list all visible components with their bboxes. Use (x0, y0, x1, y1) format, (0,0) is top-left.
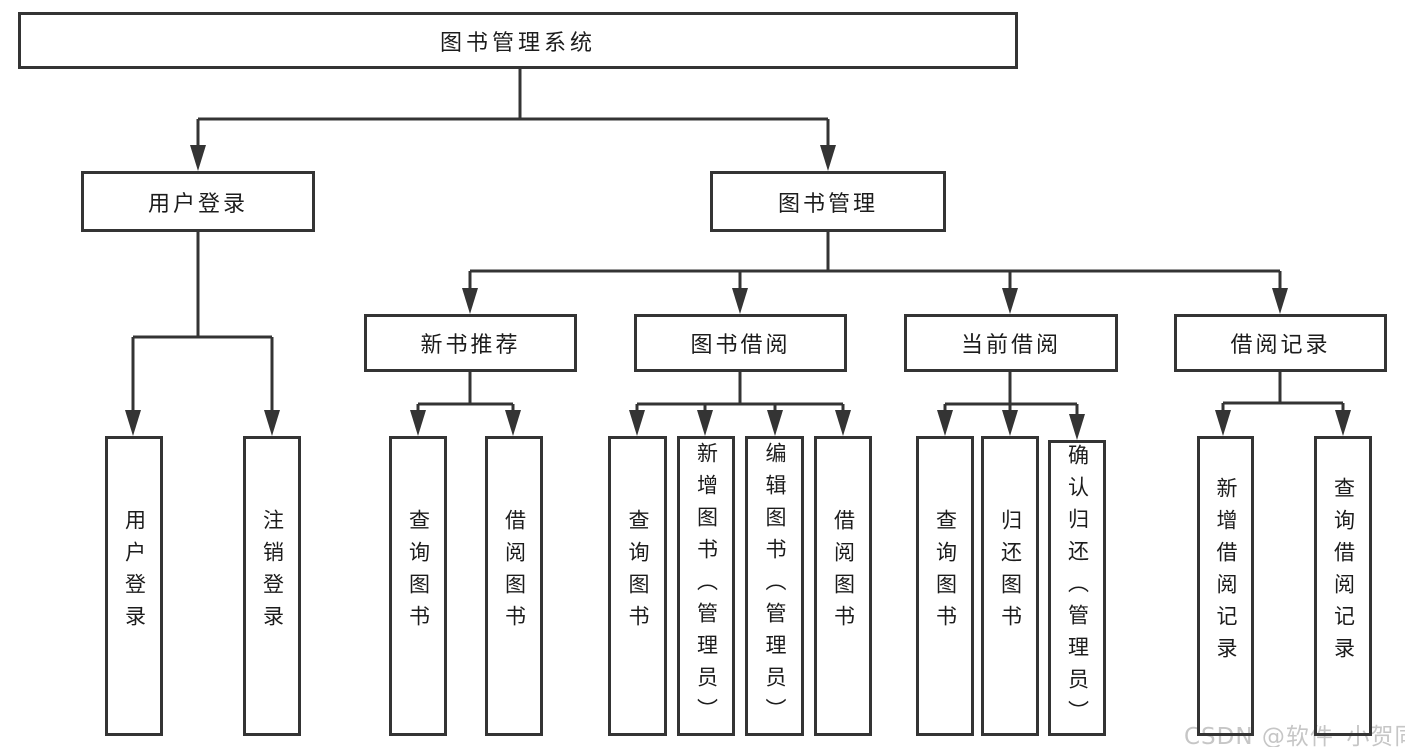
connector-user-login-branch (131, 232, 274, 416)
leaf-borrow-books-recommend: 借阅图书 (485, 436, 543, 736)
leaf-borrow-books-recommend-label: 借阅图书 (502, 509, 527, 637)
node-borrowing-records: 借阅记录 (1174, 314, 1387, 372)
leaf-borrow-books-borrowing: 借阅图书 (814, 436, 872, 736)
watermark: CSDN @软件_小贺同学 (1184, 724, 1405, 747)
leaf-return-books: 归还图书 (981, 436, 1039, 736)
leaf-query-books-current: 查询图书 (916, 436, 974, 736)
leaf-query-books-borrowing: 查询图书 (608, 436, 667, 736)
node-current-borrowing: 当前借阅 (904, 314, 1118, 372)
leaf-add-book-admin: 新增图书（管理员） (677, 436, 735, 736)
node-user-login: 用户登录 (81, 171, 315, 232)
connector-borrowing-branch (635, 372, 845, 416)
node-book-management-label: 图书管理 (777, 191, 878, 217)
leaf-query-books-recommend-label: 查询图书 (406, 509, 431, 637)
leaf-confirm-return-admin: 确认归还（管理员） (1048, 440, 1106, 736)
leaf-query-books-recommend: 查询图书 (389, 436, 447, 736)
connector-records-branch (1221, 372, 1345, 416)
leaf-add-borrow-record: 新增借阅记录 (1197, 436, 1254, 736)
node-new-book-recommend-label: 新书推荐 (420, 333, 521, 358)
leaf-query-books-current-label: 查询图书 (933, 509, 958, 637)
connector-book-management-branch (468, 232, 1282, 295)
leaf-user-login: 用户登录 (105, 436, 163, 736)
leaf-confirm-return-admin-label: 确认归还（管理员） (1065, 444, 1090, 732)
node-library-management-system: 图书管理系统 (18, 12, 1018, 69)
connector-root-branch (196, 69, 830, 150)
leaf-logout-label: 注销登录 (260, 509, 285, 637)
node-user-login-label: 用户登录 (147, 191, 248, 217)
node-new-book-recommend: 新书推荐 (364, 314, 577, 372)
leaf-query-borrow-record: 查询借阅记录 (1314, 436, 1372, 736)
node-current-borrowing-label: 当前借阅 (960, 333, 1061, 358)
leaf-borrow-books-borrowing-label: 借阅图书 (831, 509, 856, 637)
node-book-management: 图书管理 (710, 171, 946, 232)
node-book-borrowing: 图书借阅 (634, 314, 847, 372)
leaf-edit-book-admin-label: 编辑图书（管理员） (763, 442, 787, 730)
leaf-query-books-borrowing-label: 查询图书 (626, 509, 650, 637)
node-borrowing-records-label: 借阅记录 (1230, 333, 1331, 358)
leaf-query-borrow-record-label: 查询借阅记录 (1331, 477, 1356, 669)
connector-recommend-branch (416, 372, 515, 416)
leaf-return-books-label: 归还图书 (998, 509, 1023, 637)
leaf-edit-book-admin: 编辑图书（管理员） (745, 436, 804, 736)
node-library-management-system-label: 图书管理系统 (439, 30, 596, 56)
leaf-logout: 注销登录 (243, 436, 301, 736)
leaf-user-login-label: 用户登录 (122, 509, 147, 637)
node-book-borrowing-label: 图书借阅 (690, 333, 791, 358)
leaf-add-book-admin-label: 新增图书（管理员） (694, 442, 719, 730)
leaf-add-borrow-record-label: 新增借阅记录 (1214, 477, 1238, 669)
arrowheads (125, 145, 1351, 440)
